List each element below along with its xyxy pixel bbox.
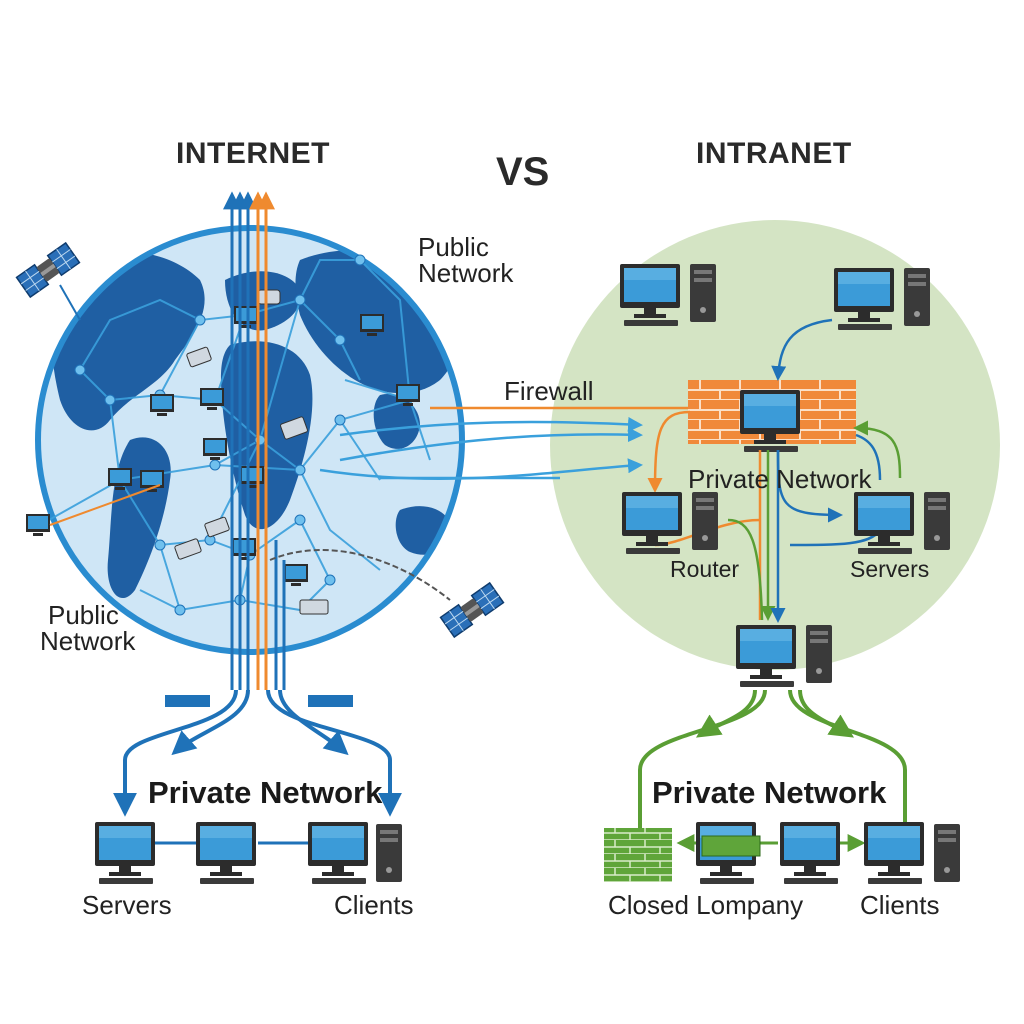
intranet-zone bbox=[550, 220, 1000, 670]
intranet-title: INTRANET bbox=[696, 137, 852, 170]
server-computer-icon bbox=[95, 822, 155, 884]
tablet-icon bbox=[204, 516, 230, 538]
firewall-links bbox=[319, 406, 688, 480]
globe-vertical-trunk bbox=[223, 191, 286, 690]
public-network-top-line1: Public bbox=[418, 232, 489, 262]
tablet-icon bbox=[174, 538, 202, 560]
public-network-left-line2: Network bbox=[40, 626, 136, 656]
satellite-top-left bbox=[15, 242, 81, 298]
orange-link bbox=[49, 484, 161, 526]
intranet-servers-label: Servers bbox=[850, 556, 930, 582]
tower-icon bbox=[904, 268, 930, 326]
hub-computer-icon bbox=[736, 625, 796, 687]
public-network-top-line2: Network bbox=[418, 258, 514, 288]
public-network-left-label: Public Network bbox=[40, 600, 135, 654]
server-tower-icon bbox=[376, 824, 402, 882]
globe-devices bbox=[26, 289, 420, 615]
server-tower-icon bbox=[924, 492, 950, 550]
intranet-private-network-center-label: Private Network bbox=[688, 464, 872, 494]
tablet-icon bbox=[280, 416, 308, 440]
router-icon bbox=[257, 289, 281, 305]
public-network-top-label: Public Network bbox=[418, 234, 513, 286]
cable-connector-right bbox=[308, 695, 353, 707]
internet-clients-label: Clients bbox=[334, 890, 414, 920]
internet-title: INTERNET bbox=[176, 137, 330, 170]
intranet-private-network-label: Private Network bbox=[652, 775, 887, 810]
router-label: Router bbox=[670, 556, 740, 582]
intranet-private-network-devices bbox=[604, 822, 960, 884]
satellite-link bbox=[269, 549, 451, 601]
intranet-to-private-links bbox=[638, 689, 907, 828]
client-tower-icon bbox=[934, 824, 960, 882]
closed-company-firewall-icon bbox=[604, 828, 672, 882]
firewall-label: Firewall bbox=[504, 376, 594, 406]
green-device-icon bbox=[701, 835, 761, 857]
satellite-bottom-right bbox=[439, 582, 505, 638]
router-icon bbox=[299, 599, 329, 615]
closed-company-label: Closed Lompany bbox=[608, 890, 804, 920]
internet-private-network-devices bbox=[95, 822, 402, 884]
hub-tower-icon bbox=[806, 625, 832, 683]
satellite-uplink bbox=[59, 284, 81, 321]
computer-icon bbox=[780, 822, 840, 884]
client-computer-icon bbox=[196, 822, 256, 884]
mini-computer-icon bbox=[26, 514, 50, 536]
internet-private-network-label: Private Network bbox=[148, 775, 383, 810]
intranet-clients-label: Clients bbox=[860, 890, 940, 920]
client-computer-icon bbox=[308, 822, 368, 884]
firewall bbox=[688, 380, 856, 452]
internet-globe bbox=[35, 225, 465, 655]
tower-icon bbox=[690, 264, 716, 322]
public-network-left-line1: Public bbox=[48, 600, 119, 630]
cable-connector-left bbox=[165, 695, 210, 707]
internet-servers-label: Servers bbox=[82, 890, 172, 920]
tablet-icon bbox=[186, 346, 212, 368]
vs-title: VS bbox=[496, 150, 550, 194]
client-computer-icon bbox=[864, 822, 924, 884]
router-tower-icon bbox=[692, 492, 718, 550]
internet-to-private-links bbox=[113, 689, 402, 817]
